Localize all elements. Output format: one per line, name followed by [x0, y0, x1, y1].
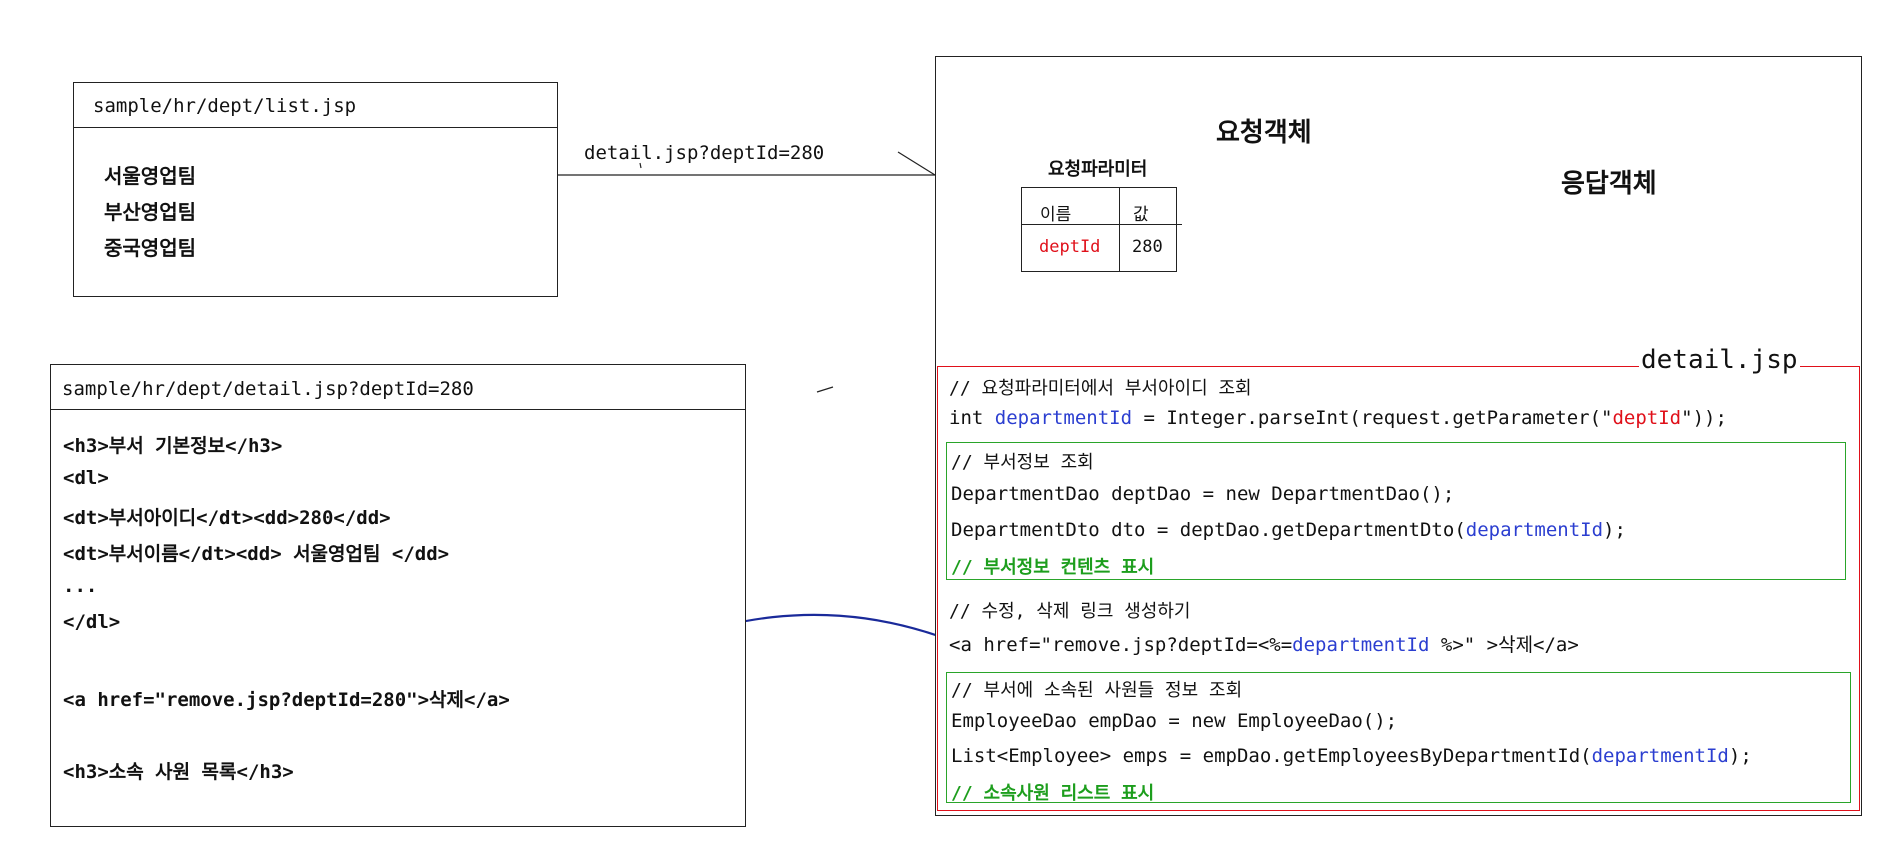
request-url-label: detail.jsp?deptId=280: [584, 142, 825, 164]
code-var-departmentId: departmentId: [994, 407, 1133, 429]
code-line-getemps: List<Employee> emps = empDao.getEmployee…: [951, 745, 1752, 767]
param-table: 이름 값 deptId 280: [1021, 187, 1182, 272]
code-line-parse: int departmentId = Integer.parseInt(requ…: [949, 407, 1727, 429]
param-name-cell: deptId: [1039, 237, 1101, 257]
code-param-deptId: deptId: [1612, 407, 1682, 429]
delete-link-suffix: ">삭제</a>: [406, 689, 510, 711]
code-token: = Integer.parseInt(request.getParameter(…: [1132, 407, 1613, 429]
code-token: );: [1603, 519, 1626, 541]
param-table-title: 요청파라미터: [1048, 159, 1148, 180]
code-line: DepartmentDao deptDao = new DepartmentDa…: [951, 483, 1455, 505]
code-green-comment: // 부서정보 컨텐츠 표시: [951, 557, 1155, 578]
param-header-value: 값: [1133, 205, 1149, 225]
request-arrow-head: [897, 151, 936, 176]
code-var-departmentId: departmentId: [1591, 745, 1729, 767]
code-line-link: <a href="remove.jsp?deptId=<%=department…: [949, 630, 1579, 657]
code-comment: // 부서에 소속된 사원들 정보 조회: [951, 680, 1243, 701]
html-line: ...: [63, 575, 98, 597]
dept-info-block: [946, 442, 1846, 580]
html-line: </dl>: [63, 611, 121, 633]
detail-jsp-label: detail.jsp: [1639, 345, 1800, 375]
delete-link-prefix: <a href=": [63, 689, 166, 711]
code-var-departmentId: departmentId: [1292, 634, 1430, 656]
stray-mark: [816, 386, 834, 393]
detail-jsp-code-box: [937, 366, 1860, 811]
list-item[interactable]: 부산영업팀: [104, 200, 196, 224]
list-jsp-panel: sample/hr/dept/list.jsp 서울영업팀 부산영업팀 중국영업…: [73, 82, 558, 297]
code-comment: // 부서정보 조회: [951, 452, 1094, 473]
code-token: "));: [1681, 407, 1727, 429]
code-token: int: [949, 407, 995, 429]
list-jsp-title-bar: sample/hr/dept/list.jsp: [74, 83, 557, 128]
code-line-getdto: DepartmentDto dto = deptDao.getDepartmen…: [951, 519, 1626, 541]
html-line: <h3>부서 기본정보</h3>: [63, 435, 283, 457]
list-jsp-title: sample/hr/dept/list.jsp: [93, 95, 357, 117]
code-comment: // 수정, 삭제 링크 생성하기: [949, 601, 1191, 622]
code-comment: // 요청파라미터에서 부서아이디 조회: [949, 378, 1252, 399]
code-line: EmployeeDao empDao = new EmployeeDao();: [951, 710, 1398, 732]
code-token: %>" >삭제</a>: [1429, 634, 1579, 656]
request-object-label: 요청객체: [1216, 118, 1312, 148]
list-item[interactable]: 서울영업팀: [104, 164, 196, 188]
code-token: List<Employee> emps = empDao.getEmployee…: [951, 745, 1592, 767]
employee-block: [946, 672, 1851, 803]
param-value-cell: 280: [1132, 237, 1163, 257]
server-box: [935, 56, 1862, 816]
code-token: DepartmentDto dto = deptDao.getDepartmen…: [951, 519, 1466, 541]
response-object-label: 응답객체: [1561, 169, 1657, 199]
html-line: <dt>부서아이디</dt><dd>280</dd>: [63, 507, 391, 529]
stray-mark: [639, 162, 642, 169]
code-green-comment: // 소속사원 리스트 표시: [951, 783, 1155, 804]
detail-html-title: sample/hr/dept/detail.jsp?deptId=280: [62, 378, 474, 400]
code-var-departmentId: departmentId: [1465, 519, 1604, 541]
detail-html-title-bar: sample/hr/dept/detail.jsp?deptId=280: [51, 365, 745, 410]
delete-link-line[interactable]: <a href="remove.jsp?deptId=280">삭제</a>: [63, 685, 510, 712]
code-token: <a href="remove.jsp?deptId=<%=: [949, 634, 1293, 656]
list-item[interactable]: 중국영업팀: [104, 236, 196, 260]
delete-link-url[interactable]: remove.jsp?deptId=280: [165, 689, 407, 711]
detail-html-panel: sample/hr/dept/detail.jsp?deptId=280 <h3…: [50, 364, 746, 827]
html-line: <h3>소속 사원 목록</h3>: [63, 761, 294, 783]
html-line: <dl>: [63, 467, 109, 489]
code-token: );: [1728, 745, 1752, 767]
param-header-name: 이름: [1040, 205, 1072, 225]
html-line: <dt>부서이름</dt><dd> 서울영업팀 </dd>: [63, 543, 450, 565]
